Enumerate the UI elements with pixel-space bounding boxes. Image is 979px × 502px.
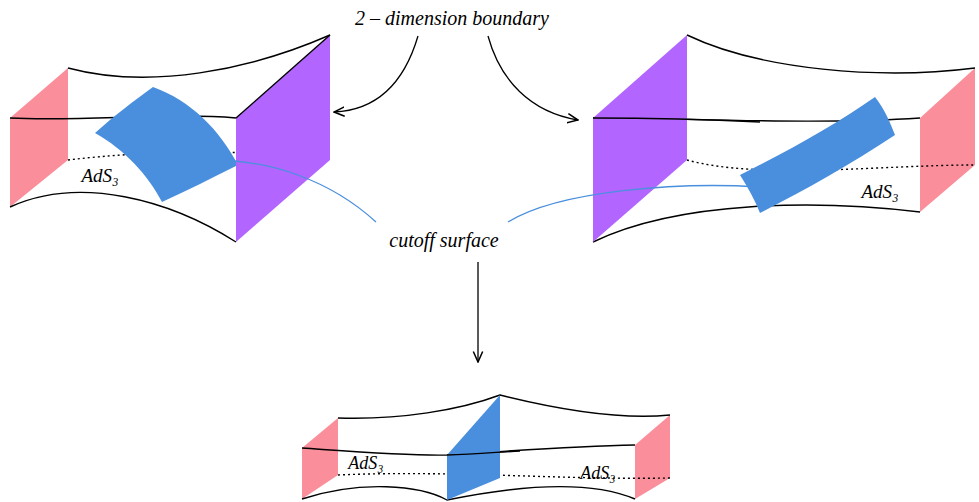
callout-arrows <box>334 36 578 362</box>
cutoff-surface <box>447 395 500 500</box>
region-label: AdS₃ <box>577 463 618 485</box>
boundary-plane <box>593 35 687 242</box>
leader-lines <box>212 160 760 222</box>
pink-face <box>920 68 975 212</box>
region-label: AdS₃ <box>858 181 901 204</box>
region-label: AdS₃ <box>78 165 121 188</box>
ads-slab-right <box>593 35 975 242</box>
cutoff-label: cutoff surface <box>386 228 501 252</box>
pink-face <box>302 418 338 499</box>
boundary-label: 2 – dimension boundary <box>352 6 552 30</box>
pink-face <box>10 68 68 207</box>
pink-face <box>635 415 670 499</box>
boundary-plane <box>236 35 330 242</box>
region-label: AdS₃ <box>345 453 386 475</box>
ads-slab-left <box>10 35 330 242</box>
ads-slab-glued <box>302 395 670 500</box>
